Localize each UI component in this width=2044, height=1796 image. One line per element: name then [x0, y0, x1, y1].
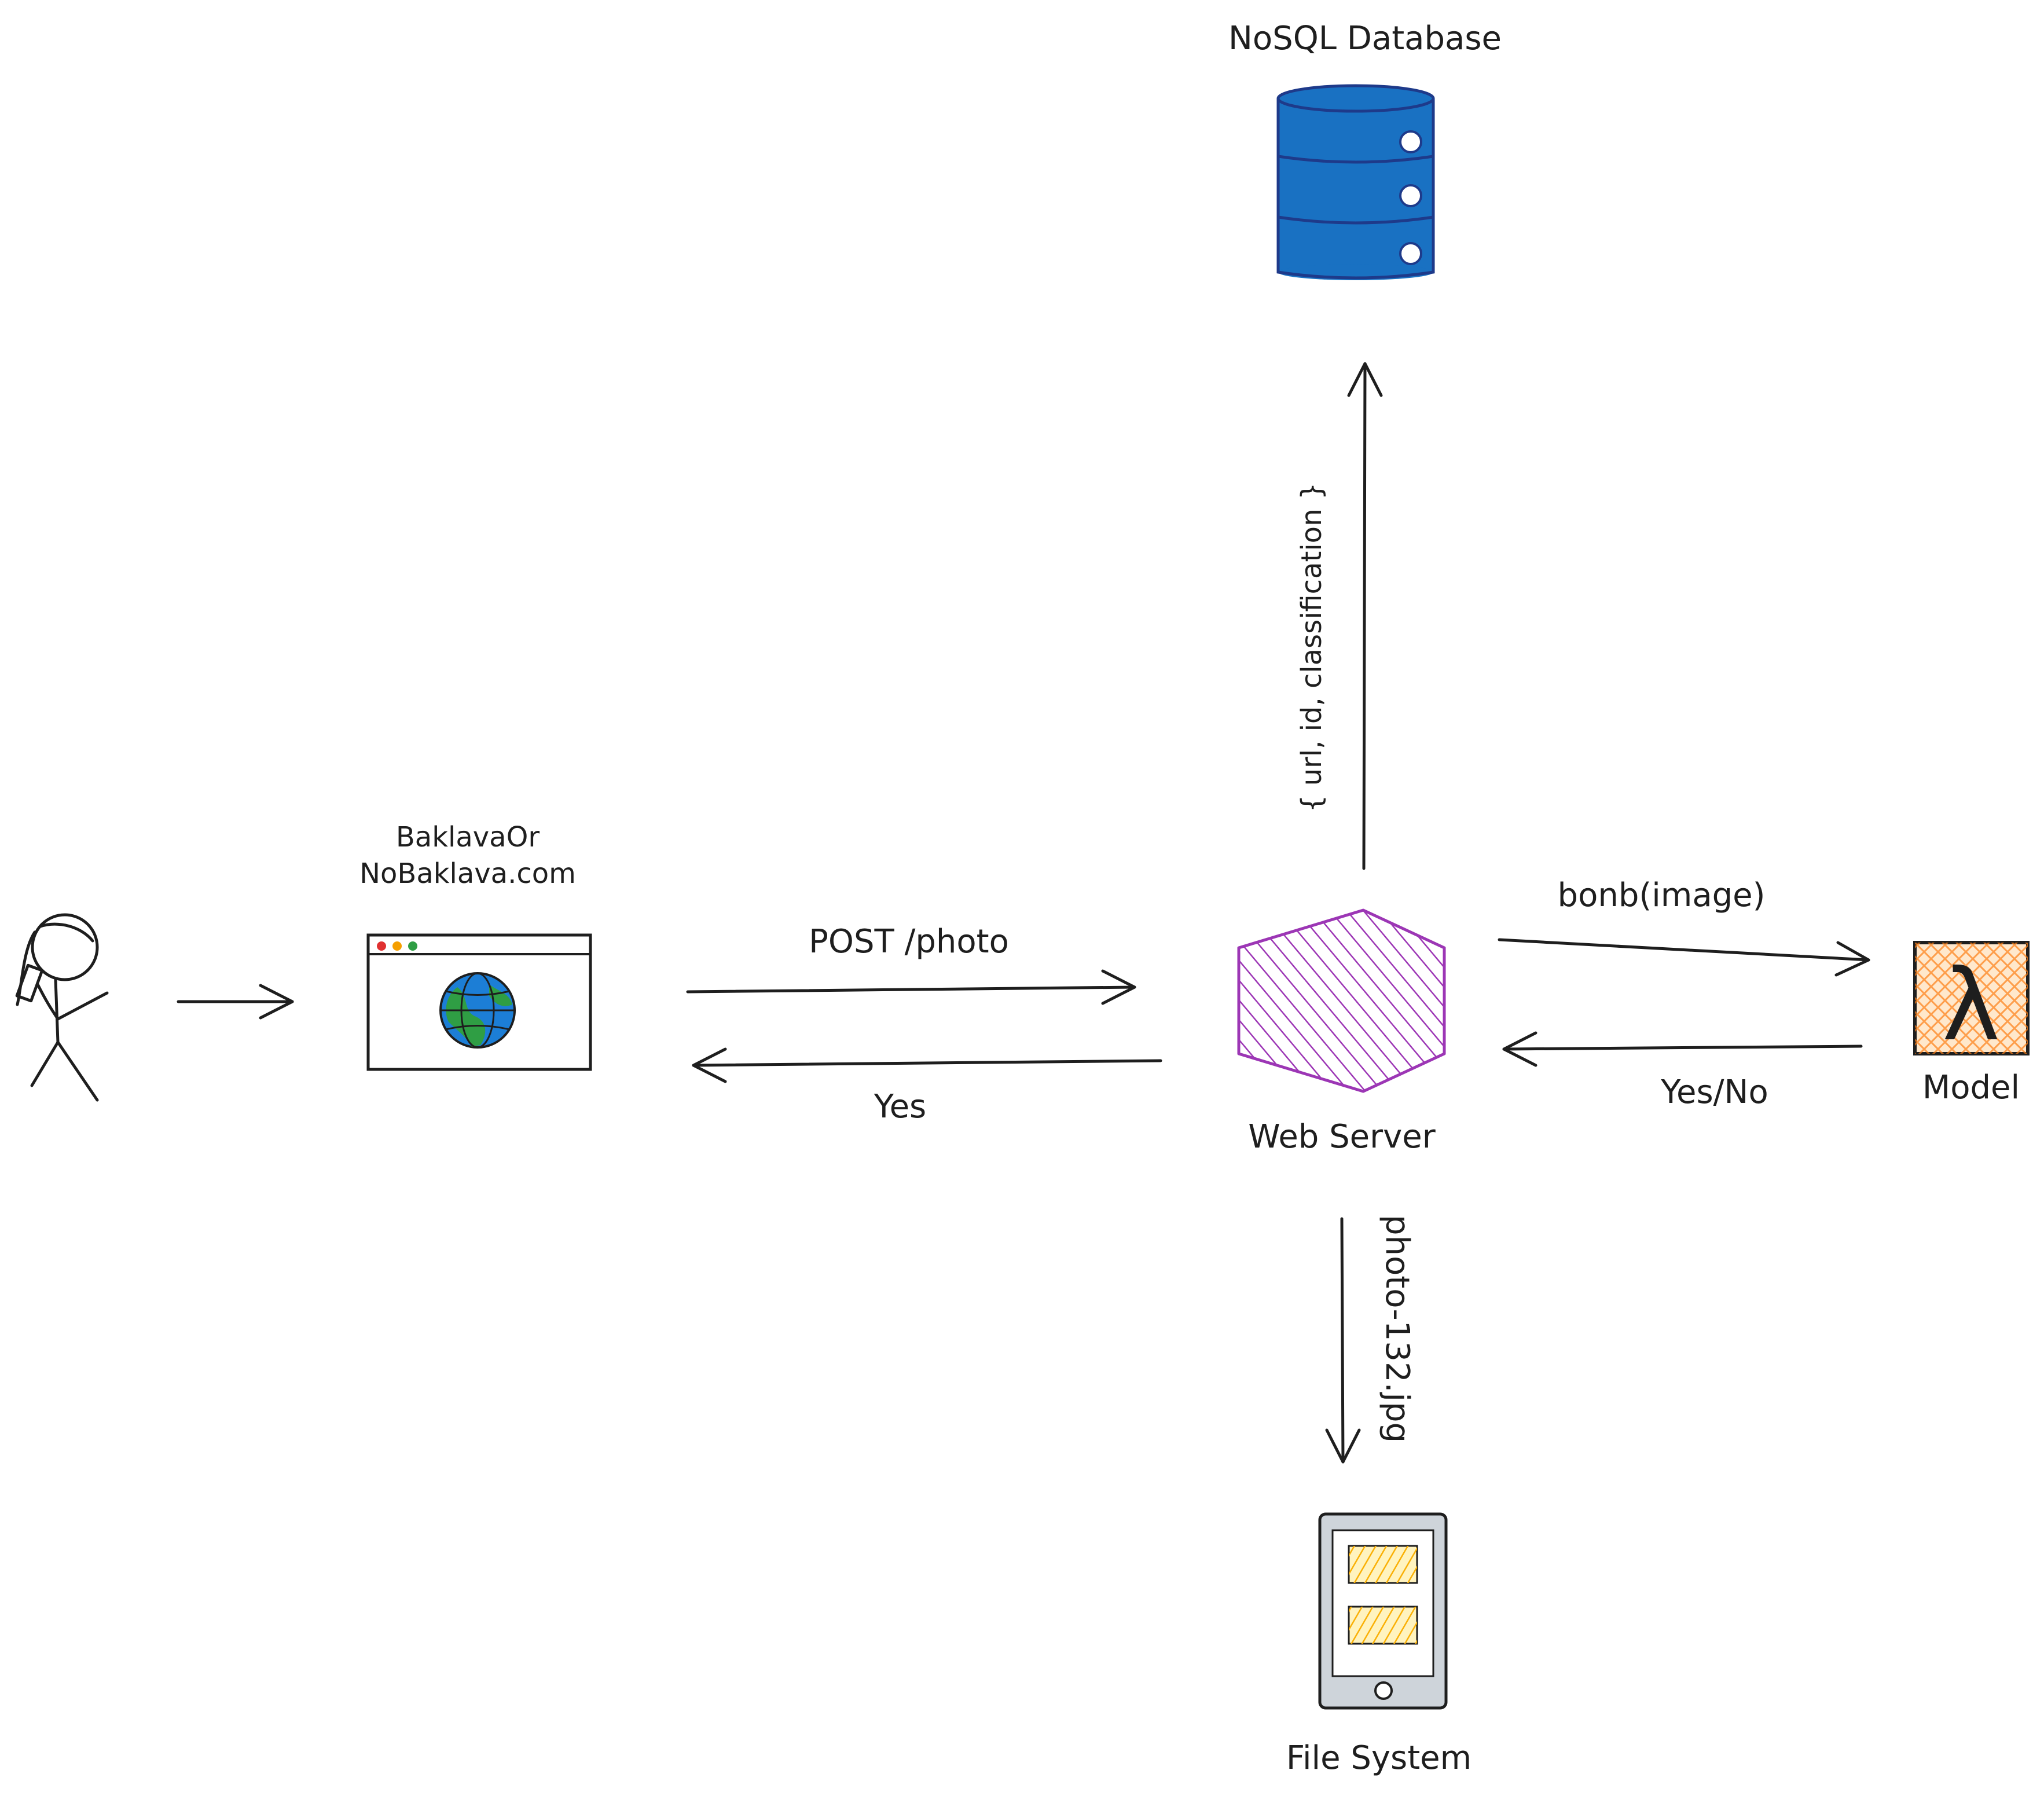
- yes-label: Yes: [874, 1088, 926, 1126]
- file-system-label: File System: [1286, 1739, 1471, 1777]
- bonb-label: bonb(image): [1558, 877, 1766, 914]
- globe-icon: [439, 972, 516, 1049]
- database-label: NoSQL Database: [1228, 20, 1502, 57]
- photo-file-label: photo-132.jpg: [1378, 1215, 1416, 1443]
- model-label: Model: [1922, 1069, 2020, 1106]
- file-system-node: File System: [1286, 1512, 1471, 1777]
- web-server-node: Web Server: [1237, 908, 1446, 1156]
- website-node: BaklavaOr NoBaklava.com: [359, 821, 592, 1071]
- database-cylinder-icon: [1276, 84, 1435, 280]
- yes-response-arrow: [692, 1047, 1162, 1083]
- website-label-line1: BaklavaOr: [396, 821, 540, 853]
- tablet-device-icon: [1318, 1512, 1448, 1710]
- lambda-icon: λ: [1942, 948, 2001, 1063]
- hexagon-icon: [1237, 908, 1446, 1093]
- db-record-label: { url, id, classification }: [1296, 482, 1328, 812]
- model-node: λ Model: [1913, 941, 2030, 1106]
- db-write-arrow: [1347, 362, 1383, 870]
- browser-window-icon: [366, 933, 592, 1071]
- database-node: NoSQL Database: [1228, 20, 1502, 280]
- post-photo-arrow: [686, 969, 1136, 1005]
- post-photo-label: POST /photo: [809, 923, 1009, 961]
- web-server-label: Web Server: [1248, 1118, 1436, 1156]
- bonb-call-arrow: [1498, 938, 1870, 977]
- yes-no-label: Yes/No: [1660, 1073, 1768, 1111]
- yes-no-response-arrow: [1502, 1031, 1863, 1067]
- user-figure: [15, 913, 109, 1102]
- website-label-line2: NoBaklava.com: [359, 857, 576, 890]
- file-write-arrow: [1325, 1217, 1361, 1464]
- user-to-website-arrow: [177, 984, 294, 1020]
